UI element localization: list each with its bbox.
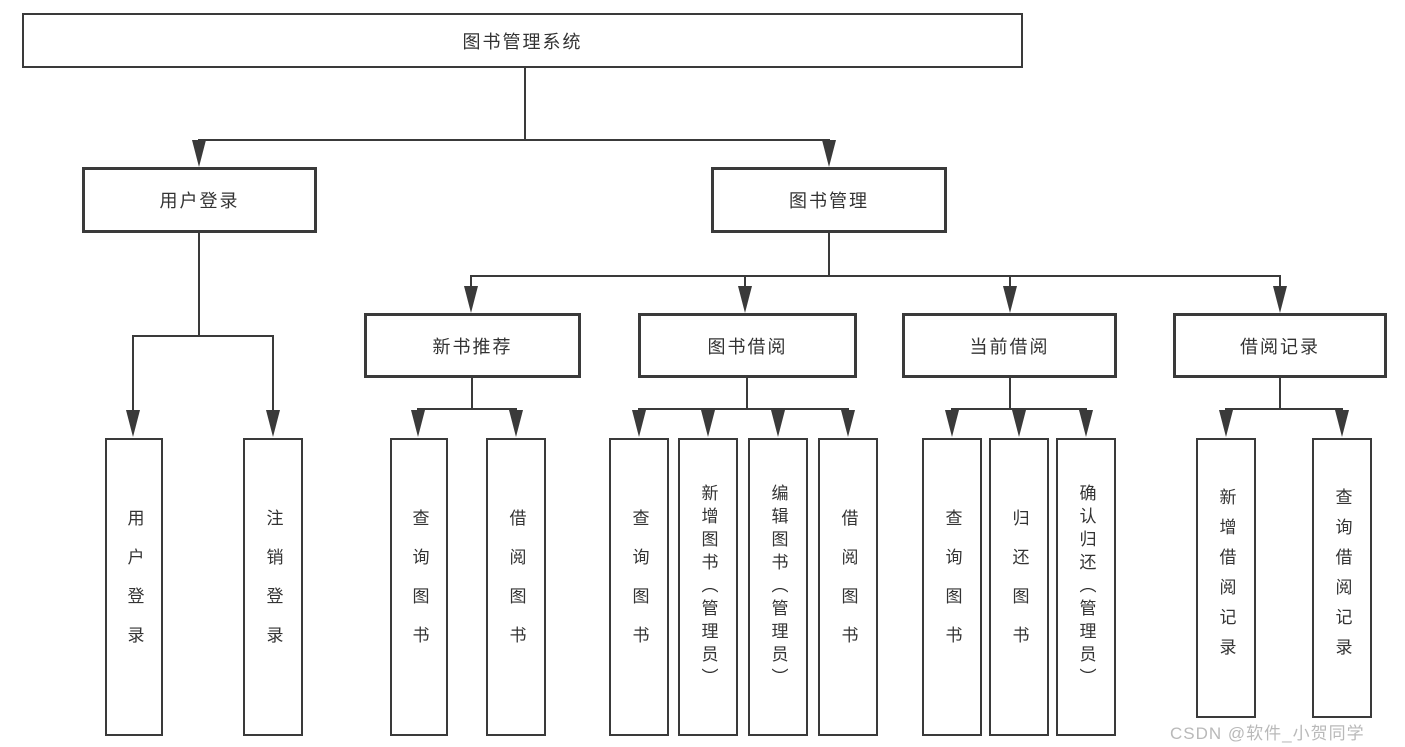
connector-line [1225, 408, 1343, 410]
arrow-down-icon [945, 410, 959, 437]
leaf-logout: 注销登录 [243, 438, 303, 736]
node-book-management: 图书管理 [711, 167, 947, 233]
node-label: 借阅记录 [1240, 336, 1320, 357]
arrow-down-icon [266, 410, 280, 437]
node-label: 用户登录 [159, 191, 240, 211]
leaf-record-add-borrow-record: 新增借阅记录 [1196, 438, 1256, 718]
connector-line [1009, 277, 1011, 287]
arrow-down-icon [464, 286, 478, 313]
leaf-label: 编辑图书（管理员） [768, 483, 788, 691]
leaf-label: 新增借阅记录 [1216, 488, 1236, 668]
node-new-book-recommend: 新书推荐 [364, 313, 581, 378]
leaf-borrow-add-book-admin: 新增图书（管理员） [678, 438, 738, 736]
leaf-label: 归还图书 [1009, 509, 1029, 665]
node-user-login: 用户登录 [82, 167, 317, 233]
connector-line [524, 68, 526, 139]
arrow-down-icon [192, 140, 206, 167]
connector-line [198, 139, 830, 141]
leaf-current-query-book: 查询图书 [922, 438, 982, 736]
leaf-label: 查询借阅记录 [1332, 488, 1352, 668]
leaf-newbook-query-book: 查询图书 [390, 438, 448, 736]
connector-line [951, 408, 1087, 410]
arrow-down-icon [1003, 286, 1017, 313]
arrow-down-icon [1219, 410, 1233, 437]
connector-line [132, 337, 134, 411]
arrow-down-icon [1012, 410, 1026, 437]
connector-line [746, 378, 748, 410]
arrow-down-icon [701, 410, 715, 437]
node-label: 图书借阅 [707, 336, 788, 357]
node-label: 图书管理 [789, 191, 869, 211]
arrow-down-icon [411, 410, 425, 437]
connector-line [1009, 378, 1011, 410]
arrow-down-icon [771, 410, 785, 437]
arrow-down-icon [1079, 410, 1093, 437]
connector-line [470, 275, 1281, 277]
arrow-down-icon [1273, 286, 1287, 313]
node-borrowing-records: 借阅记录 [1173, 313, 1387, 378]
node-label: 新书推荐 [432, 336, 513, 357]
arrow-down-icon [738, 286, 752, 313]
node-book-borrowing: 图书借阅 [638, 313, 857, 378]
leaf-label: 借阅图书 [838, 509, 858, 665]
leaf-label: 用户登录 [124, 509, 144, 665]
connector-line [471, 378, 473, 410]
node-label: 图书管理系统 [462, 31, 583, 52]
leaf-borrow-query-book: 查询图书 [609, 438, 669, 736]
arrow-down-icon [841, 410, 855, 437]
connector-line [417, 408, 517, 410]
arrow-down-icon [632, 410, 646, 437]
node-current-borrowing: 当前借阅 [902, 313, 1117, 378]
leaf-record-query-borrow-record: 查询借阅记录 [1312, 438, 1372, 718]
leaf-label: 确认归还（管理员） [1076, 483, 1096, 691]
arrow-down-icon [126, 410, 140, 437]
connector-line [1279, 378, 1281, 410]
leaf-current-return-book: 归还图书 [989, 438, 1049, 736]
connector-line [272, 337, 274, 411]
node-label: 当前借阅 [969, 336, 1050, 357]
connector-line [132, 335, 274, 337]
leaf-borrow-borrow-book: 借阅图书 [818, 438, 878, 736]
arrow-down-icon [822, 140, 836, 167]
connector-line [828, 233, 830, 277]
leaf-label: 借阅图书 [506, 509, 526, 665]
connector-line [638, 408, 849, 410]
leaf-label: 查询图书 [629, 509, 649, 665]
node-library-management-system: 图书管理系统 [22, 13, 1023, 68]
connector-line [470, 277, 472, 287]
connector-line [1279, 277, 1281, 287]
csdn-watermark: CSDN @软件_小贺同学 [1170, 724, 1365, 743]
leaf-label: 查询图书 [942, 509, 962, 665]
leaf-user-login: 用户登录 [105, 438, 163, 736]
connector-line [198, 233, 200, 337]
arrow-down-icon [509, 410, 523, 437]
leaf-borrow-edit-book-admin: 编辑图书（管理员） [748, 438, 808, 736]
leaf-label: 新增图书（管理员） [698, 483, 718, 691]
leaf-current-confirm-return-admin: 确认归还（管理员） [1056, 438, 1116, 736]
arrow-down-icon [1335, 410, 1349, 437]
leaf-newbook-borrow-book: 借阅图书 [486, 438, 546, 736]
leaf-label: 查询图书 [409, 509, 429, 665]
leaf-label: 注销登录 [263, 509, 283, 665]
connector-line [744, 277, 746, 287]
